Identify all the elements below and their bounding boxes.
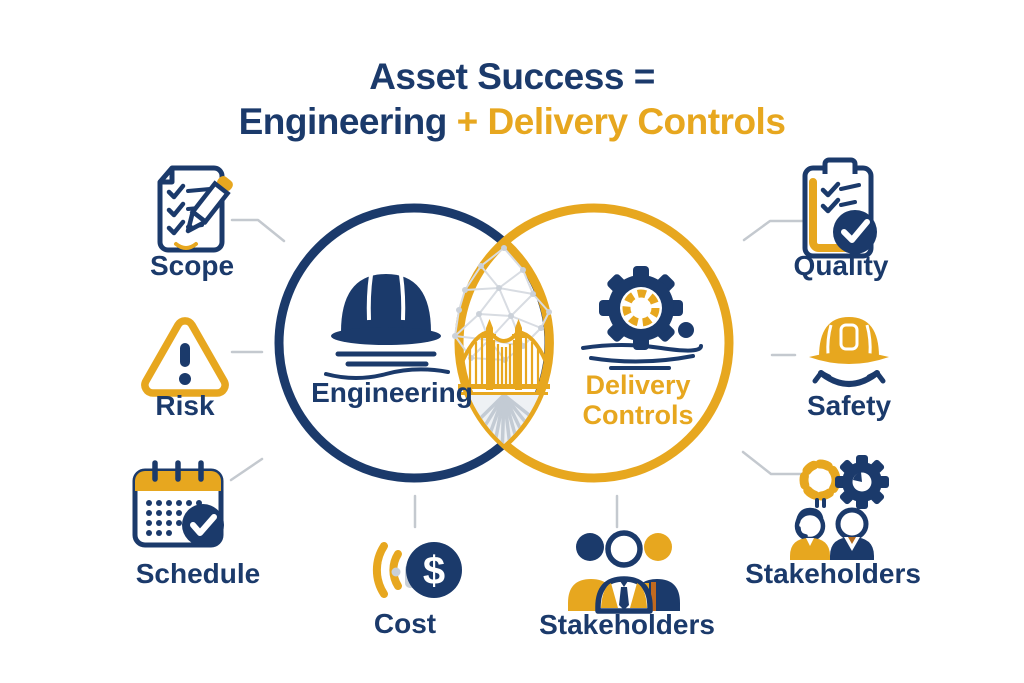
checklist-pencil-icon (157, 165, 233, 253)
hardhat-over-water-icon (324, 274, 450, 380)
delivery-label-line1: Delivery (585, 370, 690, 400)
title-line2: Engineering + Delivery Controls (0, 99, 1024, 144)
delivery-label-line2: Controls (583, 400, 694, 430)
connector-quality (742, 219, 814, 242)
stakeholders-right-label: Stakeholders (745, 558, 921, 589)
road-rays (458, 393, 550, 444)
calendar-check-icon (132, 460, 224, 548)
quality-label: Quality (793, 250, 889, 281)
check-badge (182, 504, 224, 546)
hardhat-band-icon (809, 317, 889, 387)
gold-gear-bubble (799, 459, 841, 501)
title-engineering: Engineering (238, 101, 448, 142)
connector-lines (229, 218, 814, 529)
people-gears-icon (790, 455, 889, 560)
title-delivery-controls: Delivery Controls (487, 101, 786, 142)
risk-label: Risk (155, 390, 215, 421)
dollar-coin-signal-icon: $ (372, 542, 462, 598)
engineering-label: Engineering (311, 377, 473, 408)
cost-label: Cost (373, 608, 437, 639)
connector-stakeholders-right (741, 450, 811, 476)
clipboard-check-icon (802, 157, 877, 259)
schedule-label: Schedule (135, 558, 261, 589)
stakeholders-bottom-label: Stakeholders (539, 609, 715, 640)
connector-scope (230, 218, 286, 243)
page-title: Asset Success = Engineering + Delivery C… (0, 54, 1024, 144)
pencil-icon (185, 176, 233, 234)
title-line1: Asset Success = (369, 56, 655, 97)
navy-gear (835, 455, 889, 509)
safety-label: Safety (806, 390, 892, 421)
suspension-bridge-icon (458, 319, 550, 395)
gear-over-water-icon (581, 266, 703, 370)
warning-triangle-icon (141, 317, 229, 397)
connector-schedule (229, 457, 264, 482)
dollar-symbol: $ (423, 549, 445, 593)
scope-label: Scope (149, 250, 235, 281)
title-plus: + (446, 101, 488, 142)
people-group-icon (568, 530, 680, 614)
